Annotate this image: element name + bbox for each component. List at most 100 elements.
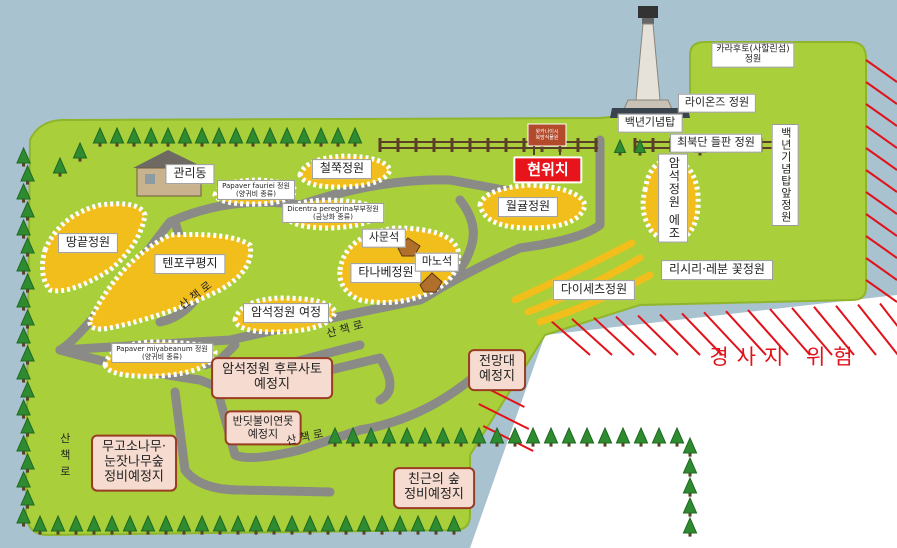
conifer-tree-icon (212, 514, 228, 535)
conifer-tree-icon (20, 272, 35, 293)
conifer-tree-icon (20, 308, 35, 329)
conifer-tree-icon (16, 470, 31, 491)
conifer-tree-icon (651, 426, 667, 447)
hazard-stripe (769, 308, 811, 356)
conifer-tree-icon (279, 126, 295, 147)
conifer-tree-icon (20, 488, 35, 509)
hazard-stripe (747, 309, 789, 356)
conifer-tree-icon (16, 146, 31, 167)
papaver-fauriei-title: Papaver fauriei 정원 (222, 181, 290, 190)
tanabe-garden-label: 타나베정원 (350, 263, 422, 283)
conifer-tree-icon (72, 141, 88, 162)
conifer-tree-icon (453, 426, 469, 447)
mugo-pine-planned-label: 무고소나무· 눈잣나무숲 정비예정지 (91, 434, 177, 492)
conifer-tree-icon (435, 426, 451, 447)
conifer-tree-icon (615, 426, 631, 447)
conifer-tree-icon (597, 426, 613, 447)
tower-front-garden-label: 백년기념탑앞정원 (771, 124, 799, 226)
conifer-tree-icon (682, 516, 698, 537)
karafuto-subtitle: 정원 (744, 55, 762, 65)
outside-area (705, 390, 897, 548)
conifer-tree-icon (122, 514, 138, 535)
rock-icon (397, 237, 443, 293)
conifer-tree-icon (20, 452, 35, 473)
hazard-stripe (478, 403, 530, 430)
conifer-tree-icon (20, 236, 35, 257)
conifer-tree-icon (561, 426, 577, 447)
conifer-tree-icon (68, 514, 84, 535)
conifer-tree-icon (284, 514, 300, 535)
conifer-tree-icon (230, 514, 246, 535)
hazard-stripe (725, 310, 767, 356)
fence-post (468, 138, 472, 152)
conifer-tree-icon (20, 164, 35, 185)
conifer-tree-icon (633, 426, 649, 447)
conifer-tree-icon (345, 426, 361, 447)
observatory-planned-label: 전망대 예정지 (468, 349, 526, 391)
conifer-tree-icon (507, 426, 523, 447)
hazard-stripe (865, 59, 897, 83)
hazard-stripe (482, 425, 534, 452)
walking-path-label: 산 책 로 (58, 432, 72, 478)
office-label: 관리동 (165, 164, 215, 184)
hazard-stripe (835, 305, 877, 356)
fence-post (432, 138, 436, 152)
hazard-stripe (865, 257, 897, 281)
karafuto-title: 카라후토(사할린섬) (716, 44, 790, 55)
wolgyul-garden-label: 월귤정원 (497, 197, 559, 217)
planned-label-line: 무고소나무· (102, 439, 166, 455)
planned-label-line: 눈잣나무숲 (104, 454, 164, 470)
conifer-tree-icon (86, 514, 102, 535)
fence-post (450, 138, 454, 152)
dicentra-title: Dicentra peregrina부부정원 (287, 204, 379, 213)
signboard-text-line: 북방식물원 (535, 135, 559, 141)
amseok-ezo-garden-label: 암석정원 에조 (658, 153, 688, 243)
fence-post (651, 138, 655, 152)
conifer-tree-icon (320, 514, 336, 535)
conifer-tree-icon (296, 126, 312, 147)
hazard-stripe (865, 213, 897, 237)
hazard-stripe (637, 314, 679, 356)
conifer-tree-icon (525, 426, 541, 447)
conifer-tree-icon (140, 514, 156, 535)
conifer-tree-icon (682, 496, 698, 517)
conifer-tree-icon (446, 514, 462, 535)
conifer-tree-icon (633, 138, 647, 156)
conifer-tree-icon (613, 138, 627, 156)
papaver-fauriei-garden-label: Papaver fauriei 정원 (양귀비 종류) (217, 179, 295, 201)
hazard-stripe (571, 318, 613, 356)
conifer-tree-icon (381, 426, 397, 447)
conifer-tree-icon (392, 514, 408, 535)
conifer-tree-icon (20, 344, 35, 365)
planned-label-line: 반딧불이연못 (232, 414, 294, 428)
signboard-icon (527, 123, 567, 155)
conifer-tree-icon (194, 514, 210, 535)
conifer-tree-icon (16, 218, 31, 239)
conifer-tree-icon (32, 514, 48, 535)
conifer-tree-icon (20, 200, 35, 221)
planned-label-line: 암석정원 후루사토 (222, 362, 322, 378)
planned-label-line: 예정지 (479, 369, 515, 384)
hazard-stripe (681, 312, 723, 356)
samun-rock-label: 사문석 (361, 228, 407, 248)
risiri-rebun-garden-label: 리시리·레분 꽃정원 (661, 260, 773, 280)
tenpo-plain-label: 텐포쿠평지 (154, 254, 226, 274)
conifer-tree-icon (16, 362, 31, 383)
conifer-tree-icon (109, 126, 125, 147)
papaver-miyabeanum-garden-label: Papaver miyabeanum 정원 (양귀비 종류) (111, 342, 213, 364)
hazard-stripe (593, 317, 635, 356)
conifer-tree-icon (682, 436, 698, 457)
hazard-stripe (791, 307, 833, 356)
firefly-pond-planned-label: 반딧불이연못 예정지 (224, 410, 302, 446)
manoseok-label: 마노석 (414, 252, 460, 272)
conifer-tree-icon (16, 506, 31, 527)
conifer-tree-icon (92, 126, 108, 147)
conifer-tree-icon (126, 126, 142, 147)
northernmost-plain-garden-label: 최북단 들판 정원 (670, 133, 762, 153)
fence-post (633, 138, 637, 152)
conifer-tree-icon (20, 380, 35, 401)
hazard-stripe (703, 311, 745, 356)
current-location-marker[interactable]: 현위치 (513, 156, 583, 184)
conifer-tree-icon (682, 456, 698, 477)
